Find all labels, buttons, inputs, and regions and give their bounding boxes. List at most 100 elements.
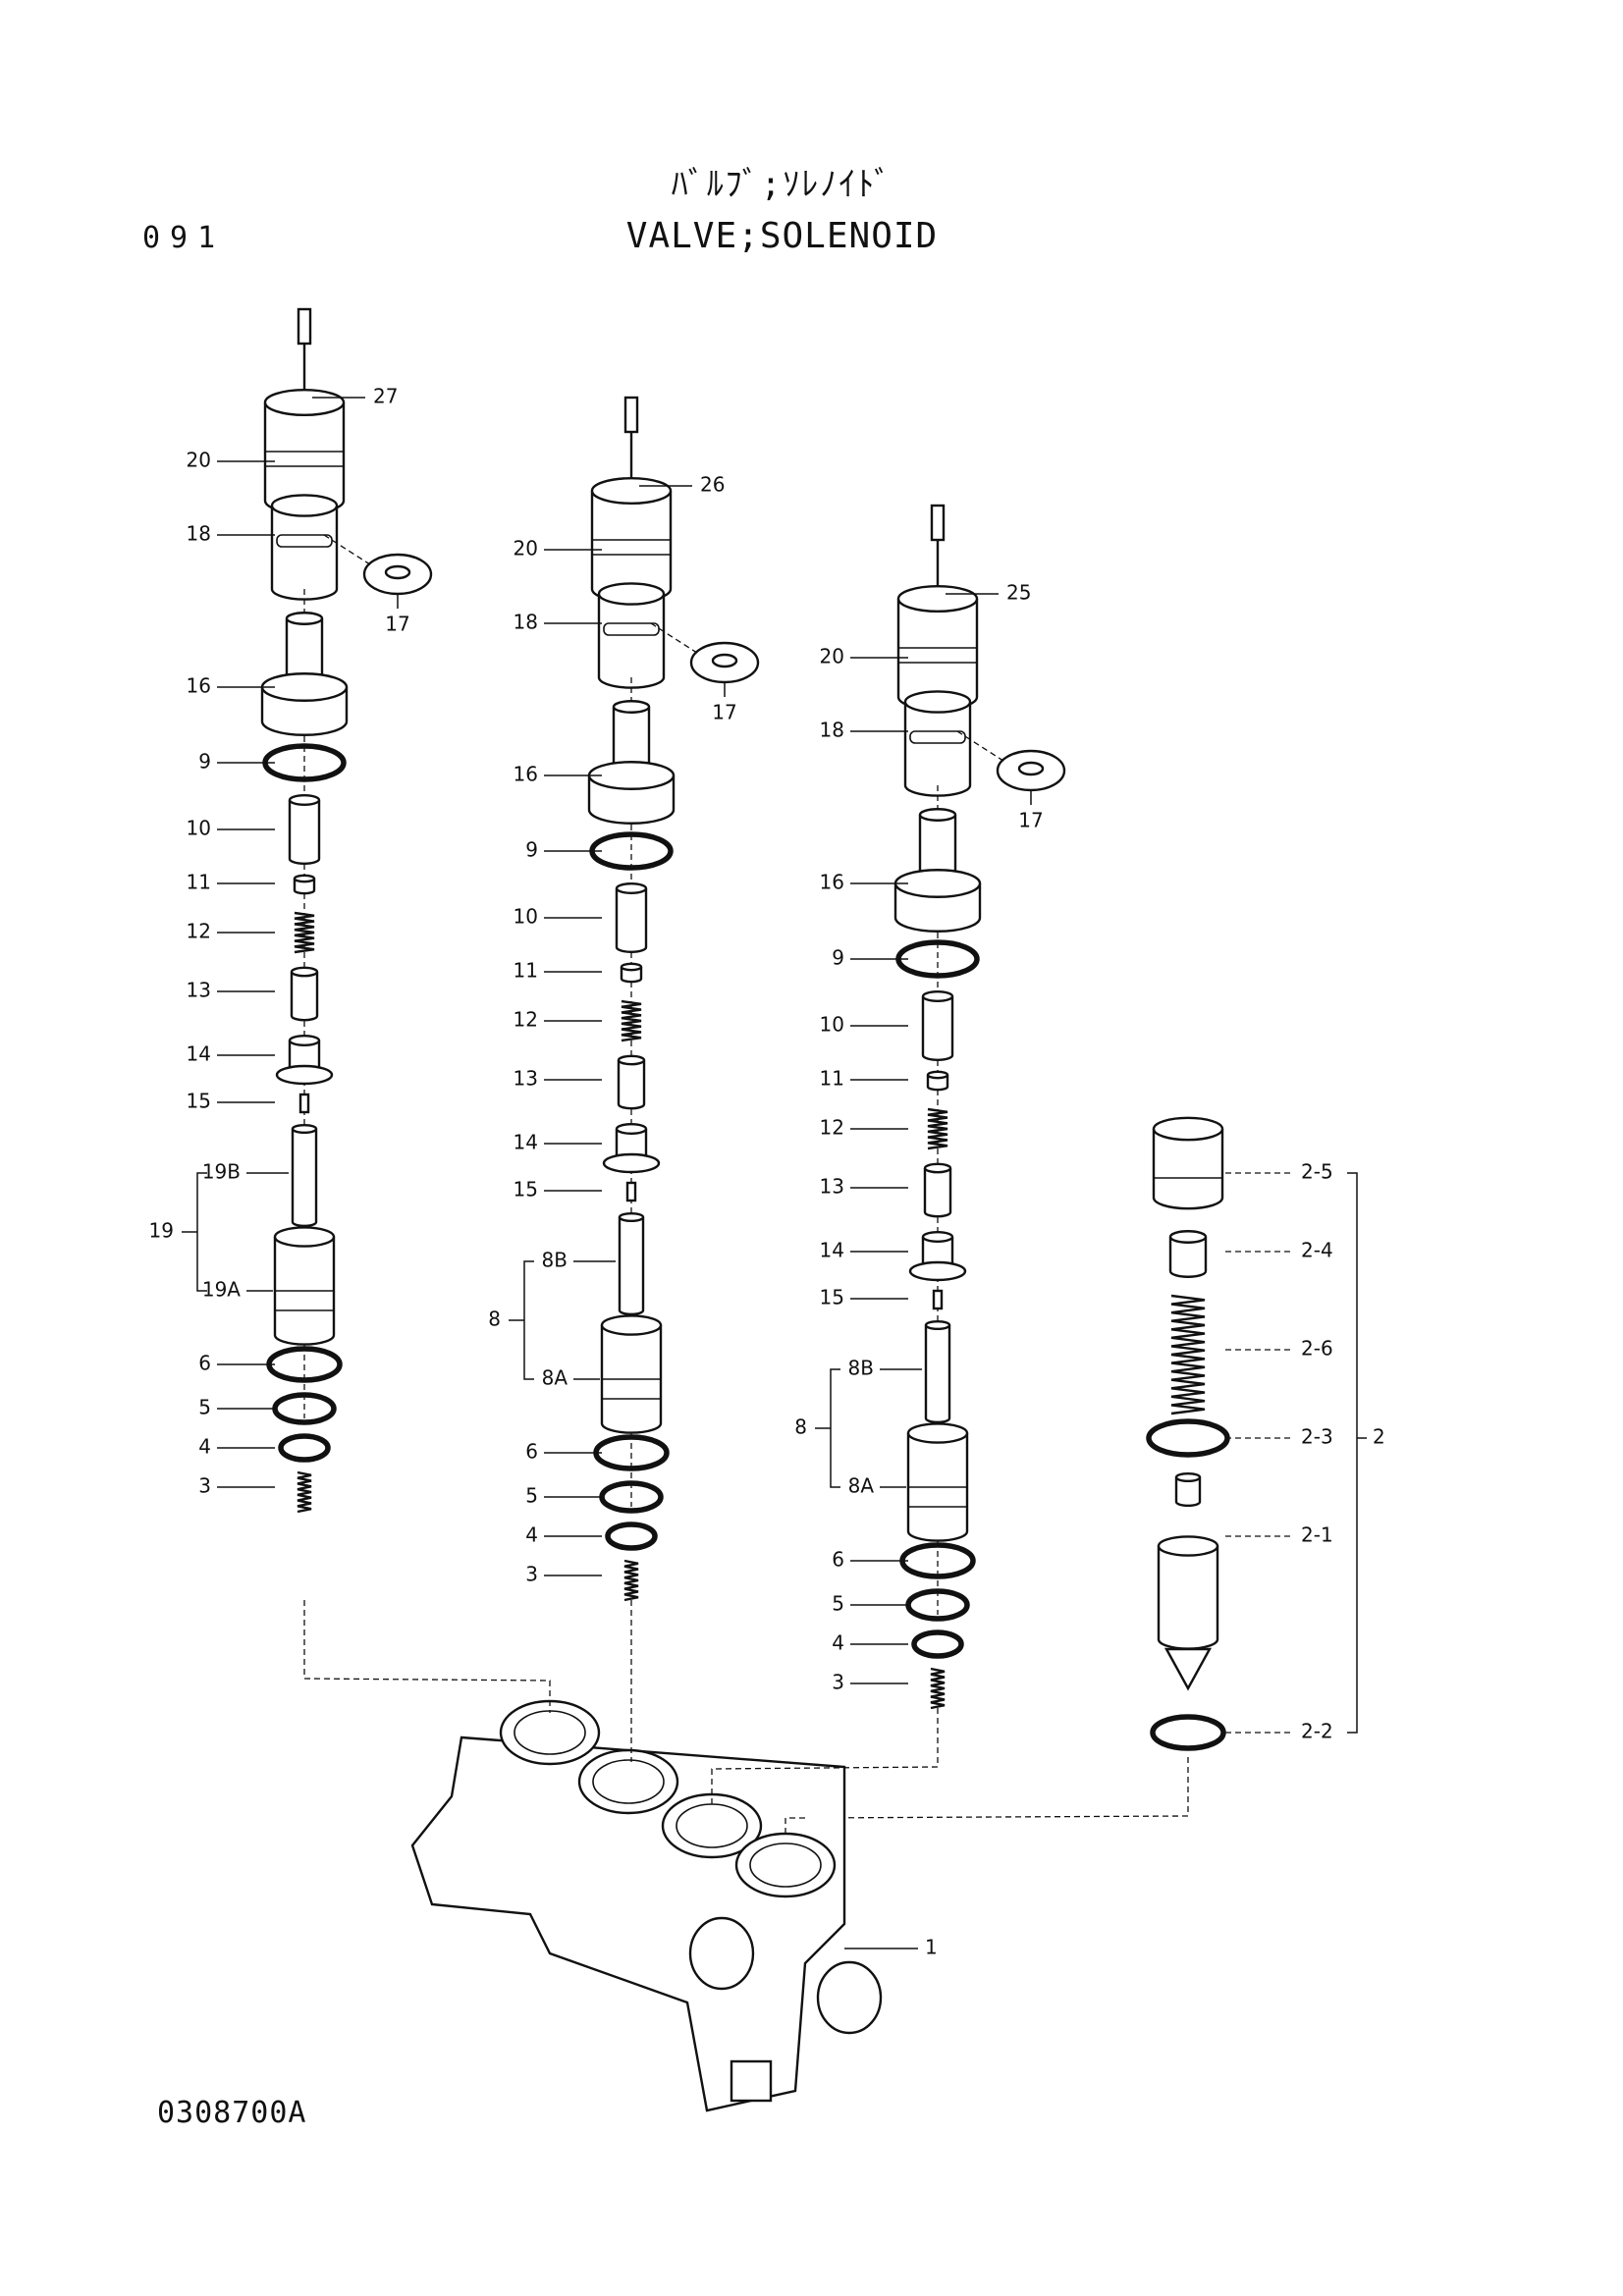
port-thread xyxy=(592,1759,665,1804)
callout-label: 12 xyxy=(514,1008,538,1032)
spring-seat-top xyxy=(1168,1230,1208,1244)
o-ring xyxy=(278,1433,331,1463)
plunger-top xyxy=(288,794,321,807)
relief-body-top xyxy=(1157,1535,1219,1557)
spool-body xyxy=(906,1422,969,1542)
spool-top xyxy=(291,1123,318,1135)
coil-body-top xyxy=(903,690,972,714)
callout-bracket xyxy=(830,1368,840,1488)
callout-label: 2-6 xyxy=(1301,1337,1333,1361)
callout-label: 15 xyxy=(187,1090,211,1113)
seat-top xyxy=(288,1034,321,1046)
assembly-line xyxy=(784,1817,805,1836)
callout-label: 17 xyxy=(1018,809,1043,832)
spring xyxy=(623,1559,639,1602)
spring xyxy=(621,999,642,1042)
seal-ring xyxy=(1150,1714,1226,1751)
retainer xyxy=(926,1070,949,1092)
callout-label: 2-3 xyxy=(1301,1425,1333,1449)
callout-label: 12 xyxy=(820,1116,844,1140)
plunger xyxy=(615,882,648,953)
callout-bracket xyxy=(196,1172,207,1292)
side-port xyxy=(688,1916,755,1991)
poppet-head xyxy=(1174,1471,1202,1508)
callout-label: 20 xyxy=(187,449,211,472)
spool xyxy=(291,1123,318,1228)
callout-label: 2-1 xyxy=(1301,1523,1333,1547)
spring xyxy=(930,1667,946,1710)
seat-flange xyxy=(602,1152,661,1174)
seat-flange xyxy=(908,1260,967,1282)
callout-label: 3 xyxy=(525,1563,538,1586)
sleeve-flange xyxy=(587,761,676,825)
callout-label: 13 xyxy=(514,1067,538,1091)
callout-label: 10 xyxy=(820,1013,844,1037)
coil-housing xyxy=(896,585,979,711)
callout-label: 19B xyxy=(202,1160,241,1184)
relief-body-side xyxy=(1157,1546,1219,1650)
title-japanese: ﾊﾞﾙﾌﾞ;ｿﾚﾉｲﾄﾞ xyxy=(671,165,893,204)
spool-body-top xyxy=(906,1422,969,1444)
callout-label: 13 xyxy=(187,979,211,1002)
plunger-side xyxy=(615,888,648,953)
callout-label: 11 xyxy=(187,871,211,894)
mount-lug xyxy=(730,2059,773,2103)
washer-hole xyxy=(711,653,738,668)
plunger-top xyxy=(921,990,954,1003)
spool xyxy=(924,1319,951,1424)
spring xyxy=(297,1470,312,1514)
callout-label: 17 xyxy=(385,613,409,636)
retainer-top xyxy=(620,962,643,972)
callout-label: 19 xyxy=(149,1219,174,1243)
poppet xyxy=(617,1054,646,1110)
callout-label: 25 xyxy=(1006,581,1031,605)
drawing-number: 0308700A xyxy=(157,2096,307,2130)
poppet-top xyxy=(617,1054,646,1066)
pin xyxy=(298,1093,310,1114)
callout-bracket xyxy=(1347,1172,1358,1734)
port-thread xyxy=(749,1842,822,1888)
callout-label: 10 xyxy=(514,905,538,929)
callout-label: 20 xyxy=(820,645,844,668)
callout-label: 2 xyxy=(1373,1425,1385,1449)
page-number: 091 xyxy=(142,221,226,255)
relief-spring xyxy=(1170,1294,1206,1415)
spring-seat xyxy=(1168,1230,1208,1278)
poppet-top xyxy=(923,1162,952,1174)
side-port xyxy=(816,1960,883,2035)
spring xyxy=(294,911,315,954)
sleeve-top xyxy=(918,808,957,822)
callout-label: 19A xyxy=(202,1278,241,1302)
pin xyxy=(932,1289,944,1310)
callout-label: 6 xyxy=(525,1440,538,1464)
spool-body-top xyxy=(600,1314,663,1336)
o-ring xyxy=(911,1629,964,1659)
callout-label: 18 xyxy=(187,522,211,546)
callout-label: 3 xyxy=(832,1671,844,1694)
callout-label: 14 xyxy=(514,1131,538,1154)
callout-label: 3 xyxy=(198,1474,211,1498)
callout-label: 8 xyxy=(488,1308,501,1331)
callout-label: 27 xyxy=(373,385,398,408)
callout-label: 8 xyxy=(794,1415,807,1439)
poppet-head-side xyxy=(1174,1477,1202,1508)
coil-body-top xyxy=(270,494,339,517)
coil-body-side xyxy=(597,594,666,689)
connector-plug xyxy=(623,396,639,434)
assembly-line xyxy=(711,1708,939,1806)
callout-label: 8B xyxy=(848,1357,874,1380)
relief-valve: 2-52-42-62-32-12-22 xyxy=(804,1116,1385,1819)
plug-cap-top xyxy=(1152,1116,1224,1142)
retainer-top xyxy=(293,874,316,883)
washer-hole xyxy=(384,564,411,580)
title-english: VALVE;SOLENOID xyxy=(625,216,939,256)
callout-label: 5 xyxy=(832,1592,844,1616)
spring xyxy=(927,1107,948,1150)
seat-top xyxy=(615,1122,648,1135)
poppet xyxy=(923,1162,952,1218)
coil-body-side xyxy=(270,506,339,601)
plunger-top xyxy=(615,882,648,895)
o-ring xyxy=(605,1522,658,1551)
poppet-top xyxy=(290,966,319,978)
